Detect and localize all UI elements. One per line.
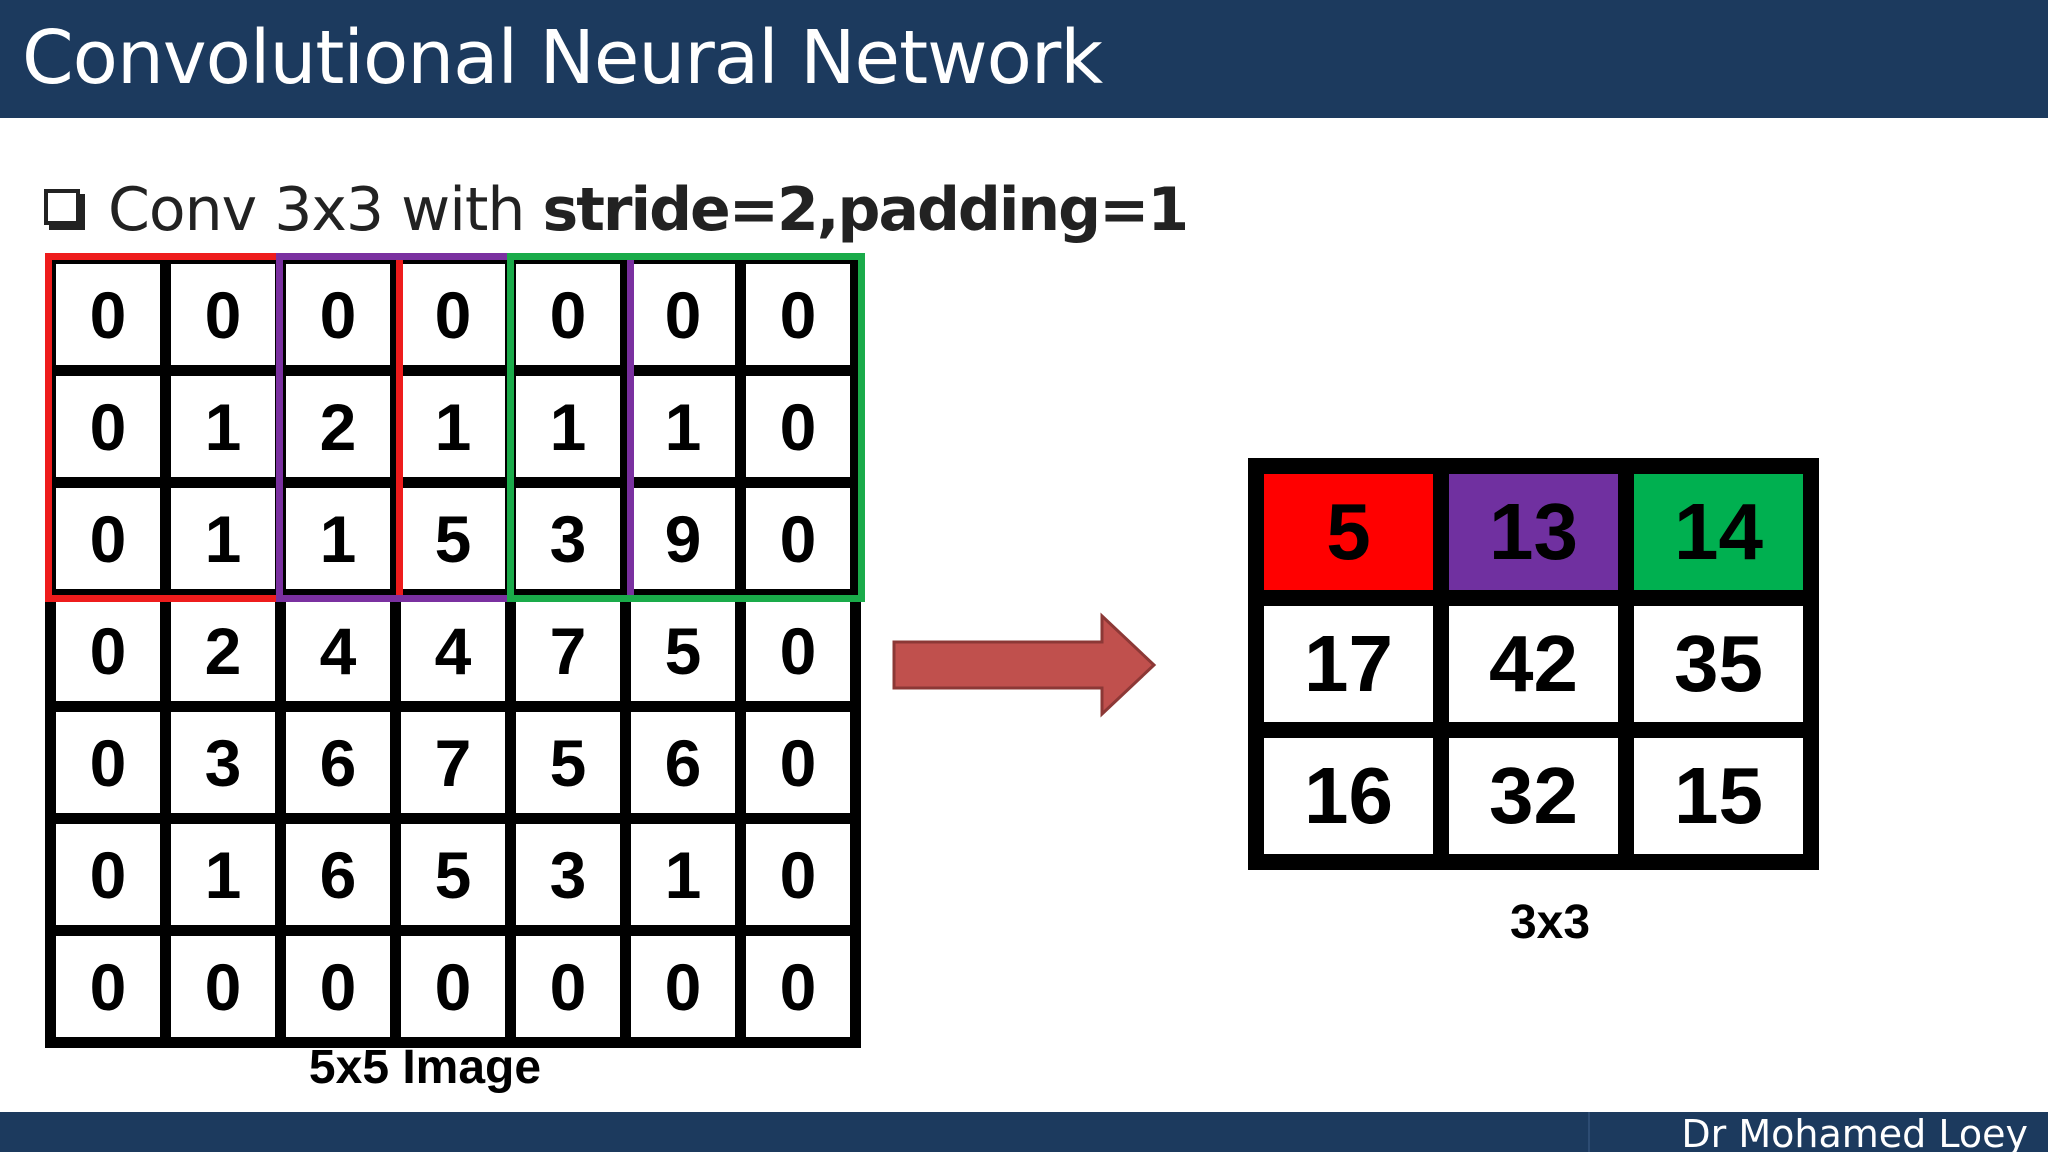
input-grid-cell: 0	[735, 477, 861, 600]
output-grid-cell: 35	[1618, 590, 1819, 738]
input-grid-cell: 1	[620, 813, 746, 936]
bullet-text-prefix: Conv 3x3 with	[108, 175, 543, 245]
input-grid-cell: 6	[275, 701, 401, 824]
input-grid-cell: 0	[275, 253, 401, 376]
output-grid-cell: 42	[1433, 590, 1634, 738]
input-grid-cell: 0	[45, 813, 171, 936]
input-grid-cell: 0	[735, 365, 861, 488]
input-grid-cell: 5	[620, 589, 746, 712]
input-grid-cell: 3	[505, 813, 631, 936]
input-grid-cell: 0	[735, 589, 861, 712]
output-grid-cell: 13	[1433, 458, 1634, 606]
input-grid-cell: 3	[160, 701, 286, 824]
input-grid-cell: 6	[620, 701, 746, 824]
input-grid-cell: 0	[735, 925, 861, 1048]
input-grid-cell: 7	[505, 589, 631, 712]
checkbox-bullet-icon	[44, 189, 80, 226]
input-grid-cell: 0	[45, 701, 171, 824]
input-grid-cell: 5	[390, 477, 516, 600]
footer-author: Dr Mohamed Loey	[1681, 1112, 2028, 1156]
right-arrow-icon	[892, 612, 1157, 718]
input-grid-cell: 0	[390, 253, 516, 376]
input-grid-cell: 9	[620, 477, 746, 600]
input-grid-cell: 0	[735, 813, 861, 936]
output-grid-cell: 14	[1618, 458, 1819, 606]
input-grid-cell: 0	[735, 701, 861, 824]
input-grid-cell: 7	[390, 701, 516, 824]
output-grid-cell: 17	[1248, 590, 1449, 738]
input-grid-cell: 2	[275, 365, 401, 488]
input-grid-cell: 2	[160, 589, 286, 712]
input-grid-cell: 1	[160, 365, 286, 488]
input-grid-cell: 0	[620, 925, 746, 1048]
input-grid-cell: 1	[390, 365, 516, 488]
output-grid-label: 3x3	[1509, 896, 1591, 949]
input-grid-cell: 0	[45, 365, 171, 488]
input-grid-cell: 0	[45, 925, 171, 1048]
input-grid-cell: 0	[45, 253, 171, 376]
slide-footer: Dr Mohamed Loey	[0, 1112, 2048, 1156]
bullet-text-emphasis: stride=2,padding=1	[542, 175, 1190, 245]
output-grid-cell: 5	[1248, 458, 1449, 606]
input-grid-cell: 0	[160, 925, 286, 1048]
slide-header: Convolutional Neural Network	[0, 0, 2048, 118]
input-grid-cell: 0	[160, 253, 286, 376]
input-grid-cell: 1	[620, 365, 746, 488]
output-grid-cell: 15	[1618, 722, 1819, 870]
input-grid-cell: 4	[275, 589, 401, 712]
input-grid-cell: 0	[505, 925, 631, 1048]
input-grid-cell: 0	[45, 589, 171, 712]
slide-title: Convolutional Neural Network	[22, 15, 1103, 101]
bullet-point: Conv 3x3 with stride=2,padding=1	[44, 168, 1190, 252]
input-grid-cell: 1	[275, 477, 401, 600]
input-grid-cell: 0	[275, 925, 401, 1048]
input-grid-cell: 5	[505, 701, 631, 824]
input-grid-cell: 1	[505, 365, 631, 488]
input-grid-cell: 1	[160, 477, 286, 600]
input-grid-cell: 1	[160, 813, 286, 936]
input-grid-label: 5x5 Image	[308, 1041, 542, 1094]
output-grid-cell: 32	[1433, 722, 1634, 870]
input-grid-cell: 0	[45, 477, 171, 600]
input-grid-cell: 3	[505, 477, 631, 600]
input-grid-cell: 0	[735, 253, 861, 376]
input-grid-cell: 4	[390, 589, 516, 712]
input-grid-cell: 0	[390, 925, 516, 1048]
input-grid-cell: 5	[390, 813, 516, 936]
input-grid-cell: 0	[505, 253, 631, 376]
output-grid-cell: 16	[1248, 722, 1449, 870]
input-grid-cell: 0	[620, 253, 746, 376]
footer-divider	[1588, 1112, 1590, 1152]
input-grid-cell: 6	[275, 813, 401, 936]
